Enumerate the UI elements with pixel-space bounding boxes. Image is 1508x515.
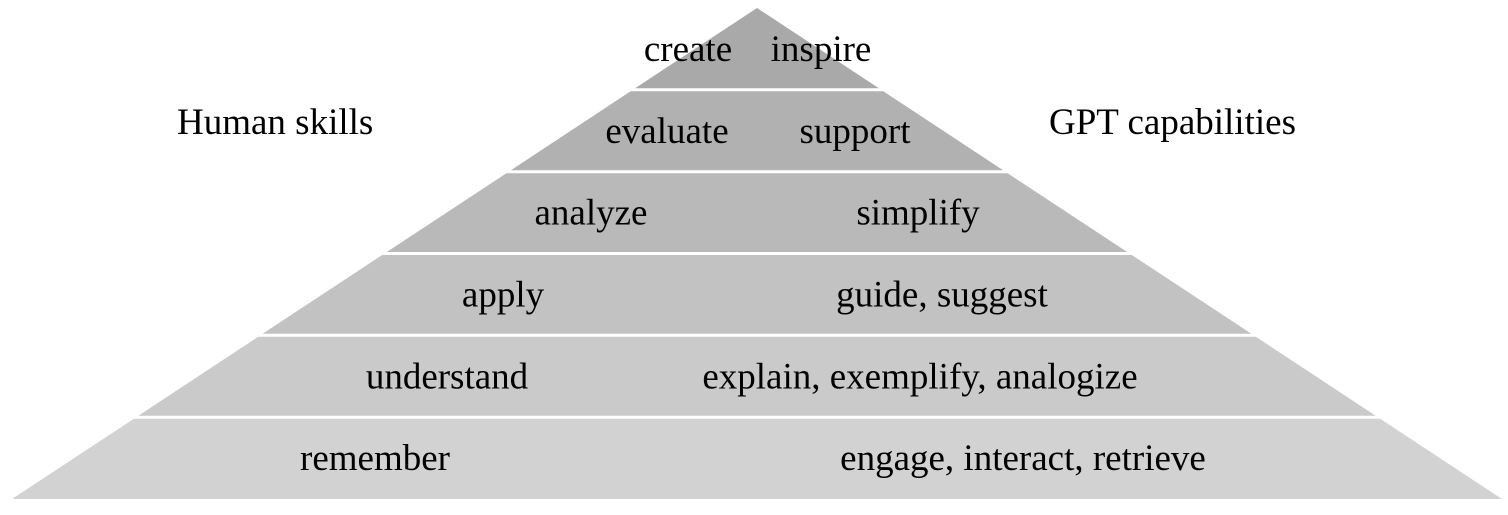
gpt-capabilities-heading: GPT capabilities xyxy=(1049,102,1296,143)
human-skills-heading: Human skills xyxy=(177,102,374,143)
pyramid-tier-create xyxy=(635,8,879,89)
pyramid-tiers xyxy=(12,8,1502,499)
tier-gpt-capability: guide, suggest xyxy=(836,274,1048,315)
tier-human-skill: apply xyxy=(462,274,545,315)
tier-human-skill: create xyxy=(644,29,732,70)
tier-gpt-capability: simplify xyxy=(856,193,980,234)
pyramid-tier-apply xyxy=(262,255,1252,334)
tier-human-skill: evaluate xyxy=(605,111,728,152)
pyramid-tier-analyze xyxy=(386,173,1128,252)
tier-gpt-capability: support xyxy=(800,111,912,152)
tier-human-skill: understand xyxy=(366,356,529,397)
pyramid-tier-understand xyxy=(138,336,1376,416)
tier-gpt-capability: explain, exemplify, analogize xyxy=(702,356,1137,397)
tier-gpt-capability: inspire xyxy=(771,29,872,70)
pyramid-tier-evaluate xyxy=(510,91,1004,171)
pyramid-tier-remember xyxy=(12,418,1502,499)
pyramid-tier-labels: create inspire evaluate support analyze simpl… xyxy=(300,29,1206,479)
tier-human-skill: remember xyxy=(300,438,450,479)
tier-gpt-capability: engage, interact, retrieve xyxy=(840,438,1206,479)
tier-human-skill: analyze xyxy=(535,193,648,234)
